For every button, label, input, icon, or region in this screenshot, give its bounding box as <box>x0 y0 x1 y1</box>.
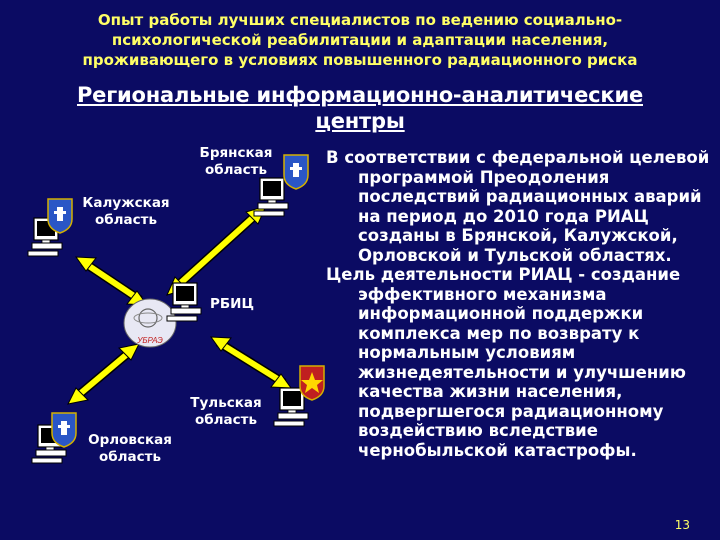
page-number: 13 <box>674 518 690 532</box>
subtitle-line-1: Региональные информационно-аналитические <box>76 83 643 107</box>
orel-label: Орловская область <box>88 432 172 465</box>
arrow-tula-center <box>209 336 293 389</box>
description-paragraph-2: Цель деятельности РИАЦ - создание эффект… <box>326 265 686 460</box>
center-label: РБИЦ <box>209 296 254 312</box>
subtitle-line-2: центры <box>315 109 405 133</box>
arrow-orel-center <box>67 343 140 405</box>
bryansk-crest-icon <box>283 154 309 190</box>
slide-header: Опыт работы лучших специалистов по веден… <box>0 10 720 70</box>
header-line-2: психологической реабилитации и адаптации… <box>111 31 609 49</box>
bryansk-label: Брянская область <box>199 145 273 178</box>
kaluga-label: Калужская область <box>82 195 170 228</box>
orel-crest-icon <box>51 412 77 448</box>
header-line-3: проживающего в условиях повышенного ради… <box>82 51 638 69</box>
tula-crest-icon <box>299 365 325 401</box>
arrow-kaluga-center <box>74 256 149 306</box>
description-text: В соответствии с федеральной целевой про… <box>314 148 714 460</box>
arrow-bryansk-center <box>166 205 267 296</box>
ibrae-logo: УБРАЭ <box>123 298 177 348</box>
kaluga-crest-icon <box>47 198 73 234</box>
ibrae-logo-text: УБРАЭ <box>136 336 163 345</box>
tula-label: Тульская область <box>190 395 262 428</box>
slide-subtitle: Региональные информационно-аналитические… <box>0 82 720 134</box>
header-line-1: Опыт работы лучших специалистов по веден… <box>97 11 623 29</box>
description-paragraph-1: В соответствии с федеральной целевой про… <box>326 148 710 265</box>
